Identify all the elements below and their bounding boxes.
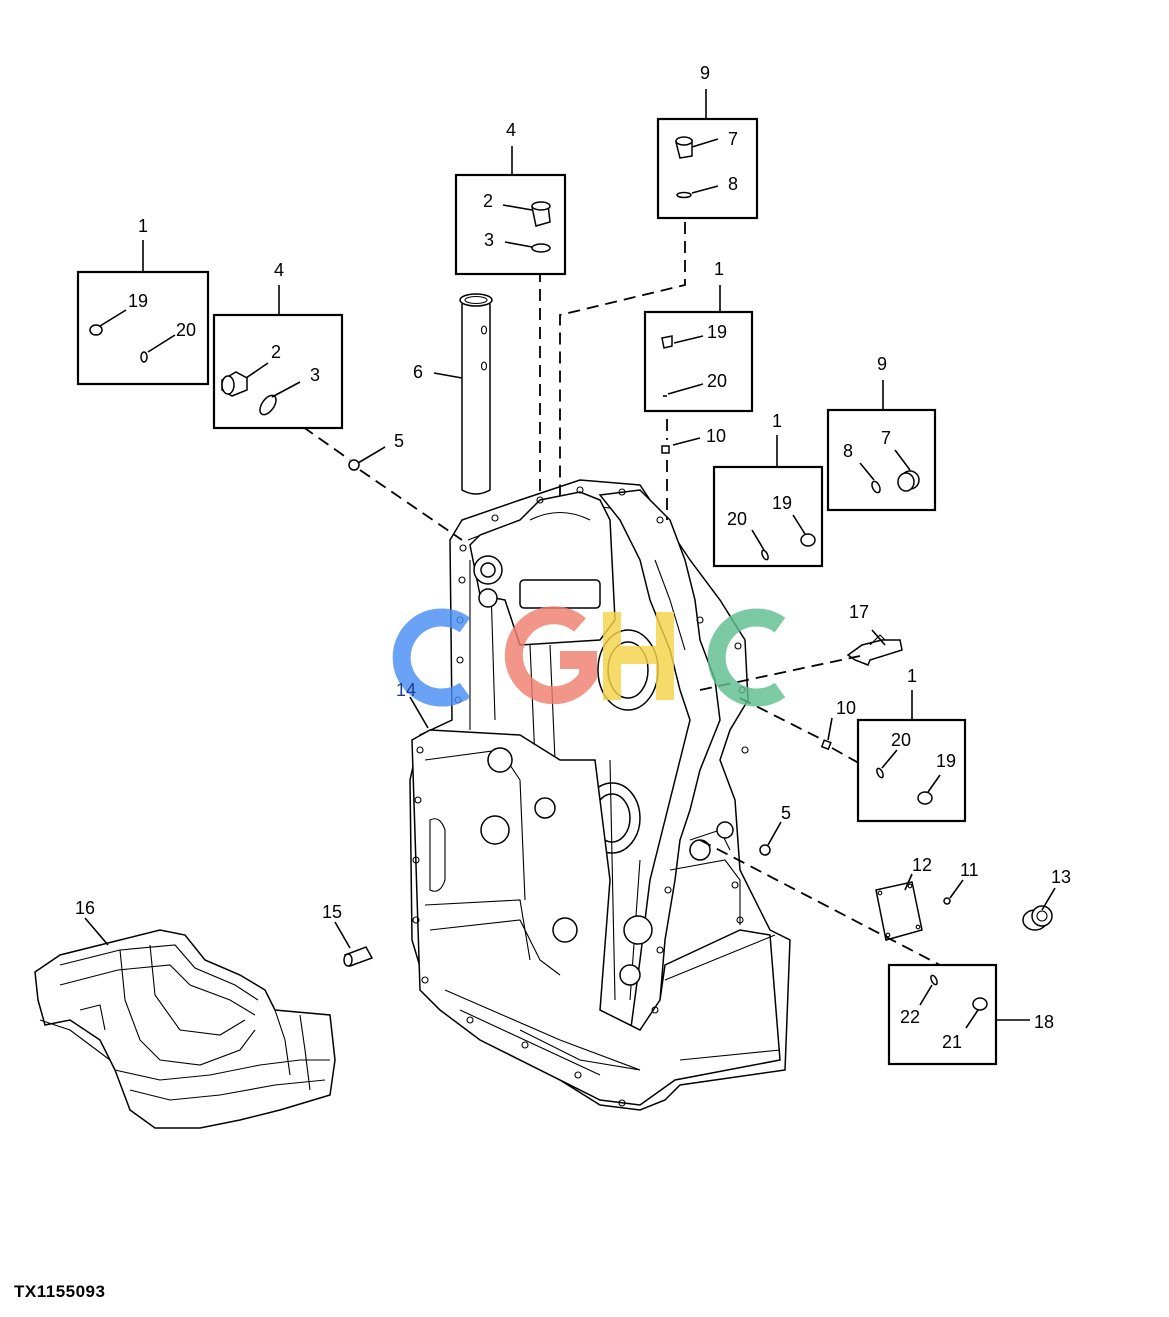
- kit-box-9-top: [656, 89, 759, 220]
- kit-box-9-right: [826, 380, 937, 512]
- callout-label: 9: [700, 63, 710, 83]
- callout-label: 1: [138, 216, 148, 236]
- dipstick-tube: [459, 293, 493, 495]
- callout-label: 1: [714, 259, 724, 279]
- callout-label: 19: [707, 322, 727, 342]
- callout-label: 17: [849, 602, 869, 622]
- callout-label: 13: [1051, 867, 1071, 887]
- callout-label: 8: [728, 174, 738, 194]
- callout-label: 15: [322, 902, 342, 922]
- kit-box-1-right: [712, 435, 824, 568]
- callout-label: 7: [728, 129, 738, 149]
- callout-label: 4: [506, 120, 516, 140]
- callout-label: 14: [396, 680, 416, 700]
- callout-label: 10: [836, 698, 856, 718]
- callout-label: 2: [271, 342, 281, 362]
- callout-label: 3: [484, 230, 494, 250]
- oil-pan-shroud: [34, 929, 336, 1129]
- callout-label: 19: [936, 751, 956, 771]
- callout-label: 20: [707, 371, 727, 391]
- callout-label: 8: [843, 441, 853, 461]
- callout-label: 6: [413, 362, 423, 382]
- kit-box-1-lower-right: [856, 690, 967, 823]
- callout-label: 22: [900, 1007, 920, 1027]
- cover-plate-12: [875, 881, 923, 941]
- callout-labels: 1 19 20 4 2 3 5 6 4 2 3 9 7 8 1 19 20 10…: [75, 63, 1071, 1052]
- callout-label: 12: [912, 855, 932, 875]
- leader-lines: [84, 372, 1056, 949]
- callout-label: 18: [1034, 1012, 1054, 1032]
- loose-parts: [343, 445, 1053, 967]
- callout-label: 5: [394, 431, 404, 451]
- kit-box-1-left: [76, 240, 210, 386]
- callout-label: 20: [891, 730, 911, 750]
- callout-label: 5: [781, 803, 791, 823]
- callout-label: 16: [75, 898, 95, 918]
- callout-label: 21: [942, 1032, 962, 1052]
- watermark-logo: [392, 606, 786, 707]
- callout-label: 19: [772, 493, 792, 513]
- callout-label: 7: [881, 428, 891, 448]
- callout-label: 2: [483, 191, 493, 211]
- transmission-housing: [409, 479, 791, 1111]
- callout-label: 10: [706, 426, 726, 446]
- kit-box-4-top: [454, 146, 567, 276]
- callout-label: 9: [877, 354, 887, 374]
- callout-label: 4: [274, 260, 284, 280]
- callout-label: 20: [176, 320, 196, 340]
- callout-label: 11: [960, 860, 979, 880]
- callout-label: 20: [727, 509, 747, 529]
- bracket-17: [846, 634, 903, 666]
- callout-label: 1: [907, 666, 917, 686]
- kit-box-18: [887, 963, 1030, 1066]
- callout-label: 1: [772, 411, 782, 431]
- drawing-id: TX1155093: [14, 1282, 106, 1301]
- callout-label: 19: [128, 291, 148, 311]
- kit-box-1-center: [643, 285, 754, 413]
- callout-label: 3: [310, 365, 320, 385]
- kit-box-4-left: [212, 285, 344, 430]
